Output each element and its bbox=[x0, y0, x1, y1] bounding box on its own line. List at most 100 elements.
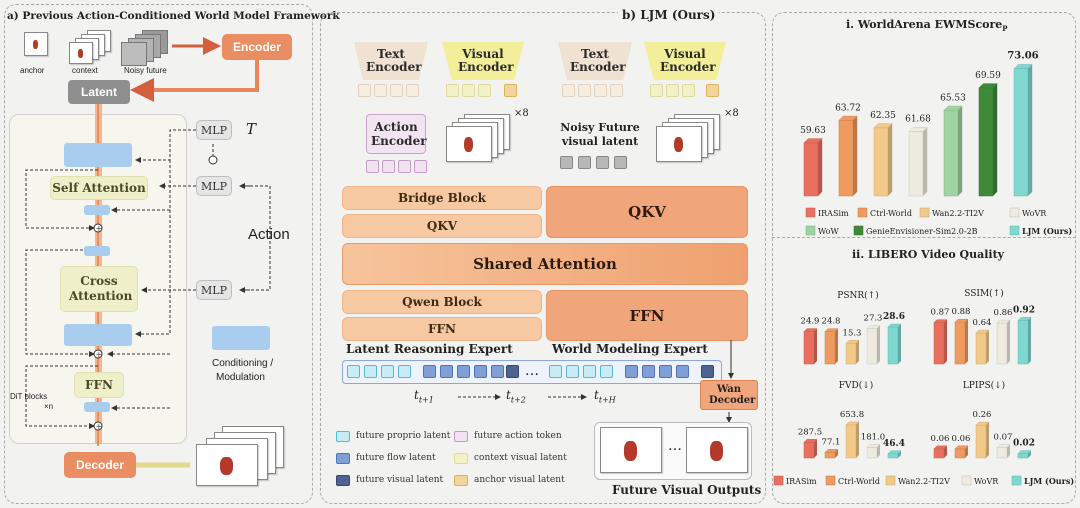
libero-bar bbox=[824, 449, 839, 459]
legend-swatch-flow bbox=[336, 453, 350, 464]
text-token bbox=[610, 84, 623, 97]
cross-attention-label: Cross Attention bbox=[69, 274, 133, 303]
noisy-token bbox=[578, 156, 591, 169]
conditioning-block-1 bbox=[64, 143, 132, 167]
ffn-box-a: FFN bbox=[74, 372, 124, 398]
libero-legend-swatch bbox=[1011, 475, 1022, 486]
action-token bbox=[398, 160, 411, 173]
libero-legend-swatch bbox=[773, 475, 784, 486]
proprio-token bbox=[398, 365, 411, 378]
proprio-token bbox=[549, 365, 562, 378]
ewm-value-label: 59.63 bbox=[800, 126, 826, 136]
chart1-title-sub: P bbox=[1002, 24, 1008, 34]
text-encoder-2-label: Text Encoder bbox=[570, 47, 626, 74]
libero-subplot-title: SSIM(↑) bbox=[964, 288, 1004, 299]
libero-value-label: 0.87 bbox=[931, 308, 950, 318]
libero-legend-swatch bbox=[885, 475, 896, 486]
libero-legend-label: IRASim bbox=[786, 477, 817, 486]
libero-bar bbox=[803, 439, 818, 459]
ewm-legend-swatch bbox=[919, 207, 930, 218]
visual-token bbox=[682, 84, 695, 97]
libero-value-label: 0.64 bbox=[973, 318, 992, 328]
ffn-small: FFN bbox=[342, 317, 542, 341]
libero-value-label: 24.8 bbox=[822, 317, 841, 327]
legend-swatch-context bbox=[454, 453, 468, 464]
libero-subplot-title: LPIPS(↓) bbox=[963, 380, 1005, 391]
latent-reasoning-expert-label: Latent Reasoning Expert bbox=[346, 342, 513, 356]
legend-label-action: future action token bbox=[474, 431, 562, 441]
ewm-legend-label: IRASim bbox=[818, 209, 849, 218]
anchor-frame bbox=[24, 32, 48, 56]
anchor-label: anchor bbox=[20, 66, 45, 75]
libero-value-label: 0.88 bbox=[952, 307, 971, 317]
text-token bbox=[358, 84, 371, 97]
text-token bbox=[390, 84, 403, 97]
libero-value-label: 77.1 bbox=[822, 437, 841, 447]
flow-token bbox=[625, 365, 638, 378]
libero-value-label: 181.0 bbox=[861, 432, 885, 442]
libero-bar bbox=[887, 323, 902, 365]
dit-blocks-label: DiT blocks bbox=[10, 392, 48, 401]
libero-value-label: 28.6 bbox=[883, 312, 905, 322]
libero-bar bbox=[866, 325, 881, 365]
qwen-block: Qwen Block bbox=[342, 290, 542, 314]
mlp-box-self: MLP bbox=[196, 176, 232, 196]
libero-bar bbox=[1017, 450, 1032, 459]
visual-token bbox=[478, 84, 491, 97]
action-encoder-label: Action Encoder bbox=[371, 120, 427, 148]
text-encoder-2: Text Encoder bbox=[558, 42, 632, 80]
panel-c bbox=[772, 12, 1076, 504]
ewm-legend-label: GenieEnvisioner-Sim2.0-2B bbox=[866, 227, 978, 236]
ewm-legend-swatch bbox=[805, 225, 816, 236]
times8-label-2: ×8 bbox=[724, 108, 739, 119]
legend-swatch-proprio bbox=[336, 431, 350, 442]
libero-bar bbox=[1017, 317, 1032, 365]
ewm-bar bbox=[943, 105, 963, 197]
ewm-bar bbox=[908, 127, 928, 197]
action-token bbox=[366, 160, 379, 173]
svg-text:+: + bbox=[96, 224, 103, 233]
ewm-legend-label: WoVR bbox=[1022, 209, 1047, 218]
conditioning-legend-swatch bbox=[212, 326, 270, 350]
chart1-title-text: i. WorldArena EWMScore bbox=[846, 18, 1003, 31]
ewm-value-label: 61.68 bbox=[905, 115, 931, 125]
libero-bar bbox=[824, 328, 839, 365]
time-label-t1-base: t bbox=[414, 388, 419, 402]
flow-token bbox=[642, 365, 655, 378]
flow-token bbox=[423, 365, 436, 378]
conditioning-block-4 bbox=[64, 324, 132, 346]
time-label-t2-sub: t+2 bbox=[510, 395, 526, 405]
t-symbol: T bbox=[246, 120, 257, 138]
future-visual-outputs-label: Future Visual Outputs bbox=[612, 483, 762, 497]
legend-swatch-action bbox=[454, 431, 468, 442]
libero-value-label: 24.9 bbox=[801, 317, 820, 327]
ewm-legend-swatch bbox=[1009, 225, 1020, 236]
text-encoder-1-label: Text Encoder bbox=[366, 47, 422, 74]
anchor-stack-b-4 bbox=[656, 126, 702, 162]
ffn-big: FFN bbox=[546, 290, 748, 341]
conditioning-block-2 bbox=[84, 205, 110, 215]
ewm-legend-label: WoW bbox=[818, 227, 839, 236]
encoder-box-a: Encoder bbox=[222, 34, 292, 60]
action-token bbox=[382, 160, 395, 173]
libero-bar bbox=[887, 450, 902, 459]
visual-encoder-1: Visual Encoder bbox=[442, 42, 524, 80]
proprio-token bbox=[600, 365, 613, 378]
flow-token bbox=[457, 365, 470, 378]
libero-value-label: 0.07 bbox=[994, 433, 1013, 443]
flow-token bbox=[474, 365, 487, 378]
libero-bar bbox=[803, 328, 818, 365]
context-label: context bbox=[72, 66, 98, 75]
ewm-bar bbox=[873, 123, 893, 197]
ewm-legend-swatch bbox=[857, 207, 868, 218]
legend-label-context: context visual latent bbox=[474, 453, 567, 463]
ewm-bar bbox=[1013, 64, 1033, 197]
mlp-box-t: MLP bbox=[196, 120, 232, 140]
ewm-bar bbox=[803, 138, 823, 197]
chart2-title: ii. LIBERO Video Quality bbox=[852, 248, 1005, 261]
visual-encoder-1-label: Visual Encoder bbox=[458, 47, 514, 74]
libero-bar bbox=[996, 444, 1011, 459]
libero-bar bbox=[933, 319, 948, 365]
self-attention-box: Self Attention bbox=[50, 176, 148, 200]
